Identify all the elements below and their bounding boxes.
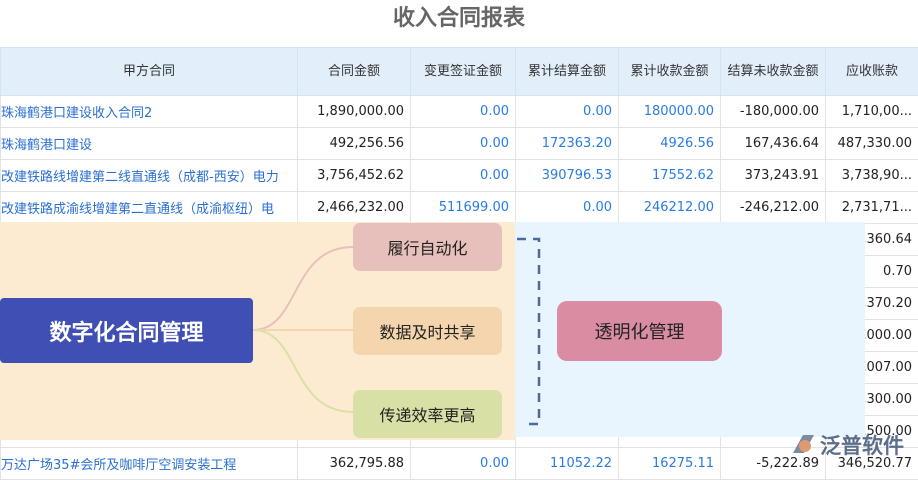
column-header[interactable]: 应收账款	[826, 48, 918, 96]
table-cell: 390796.53	[516, 160, 619, 192]
column-header[interactable]: 累计收款金额	[619, 48, 721, 96]
table-cell: 3,756,452.62	[298, 160, 411, 192]
table-cell: 4926.56	[619, 128, 721, 160]
table-cell: 2,466,232.00	[298, 192, 411, 224]
logo-icon	[790, 433, 816, 457]
table-cell: 492,256.56	[298, 128, 411, 160]
table-cell: 487,330.00	[826, 128, 918, 160]
transparent-management-node: 透明化管理	[557, 301, 722, 361]
contract-link[interactable]: 改建铁路线增建第二线直通线（成都-西安）电力	[1, 160, 298, 192]
node-data-sharing: 数据及时共享	[353, 307, 502, 355]
table-cell: 1,890,000.00	[298, 96, 411, 128]
column-header[interactable]: 甲方合同	[1, 48, 298, 96]
table-cell: -180,000.00	[721, 96, 826, 128]
table-cell: 11052.22	[516, 448, 619, 480]
node-efficiency: 传递效率更高	[353, 390, 502, 438]
table-cell: 0.00	[411, 96, 516, 128]
table-cell: 511699.00	[411, 192, 516, 224]
digital-contract-node: 数字化合同管理	[0, 298, 253, 363]
table-cell: 2,731,71...	[826, 192, 918, 224]
table-cell: 1,710,00...	[826, 96, 918, 128]
table-cell: 3,738,90...	[826, 160, 918, 192]
table-cell: 180000.00	[619, 96, 721, 128]
contract-link[interactable]: 珠海鹤港口建设	[1, 128, 298, 160]
table-cell: 0.00	[411, 160, 516, 192]
page-title: 收入合同报表	[0, 0, 918, 40]
contract-link[interactable]: 改建铁路成渝线增建第二直通线（成渝枢纽）电	[1, 192, 298, 224]
table-cell: 0.00	[411, 448, 516, 480]
column-header[interactable]: 变更签证金额	[411, 48, 516, 96]
fanpu-logo: 泛普软件	[790, 430, 904, 460]
table-cell: 167,436.64	[721, 128, 826, 160]
table-cell: 362,795.88	[298, 448, 411, 480]
contract-link[interactable]: 万达广场35#会所及咖啡厅空调安装工程	[1, 448, 298, 480]
table-cell: 172363.20	[516, 128, 619, 160]
logo-text: 泛普软件	[820, 430, 904, 460]
table-cell: 17552.62	[619, 160, 721, 192]
table-cell: 0.00	[516, 192, 619, 224]
node-auto-execution: 履行自动化	[353, 223, 502, 271]
table-cell: 246212.00	[619, 192, 721, 224]
column-header[interactable]: 结算未收款金额	[721, 48, 826, 96]
column-header[interactable]: 合同金额	[298, 48, 411, 96]
contract-link[interactable]: 珠海鹤港口建设收入合同2	[1, 96, 298, 128]
table-cell: 0.00	[411, 128, 516, 160]
table-cell: -246,212.00	[721, 192, 826, 224]
table-cell: 373,243.91	[721, 160, 826, 192]
table-cell: 0.00	[516, 96, 619, 128]
column-header[interactable]: 累计结算金额	[516, 48, 619, 96]
table-cell: 16275.11	[619, 448, 721, 480]
